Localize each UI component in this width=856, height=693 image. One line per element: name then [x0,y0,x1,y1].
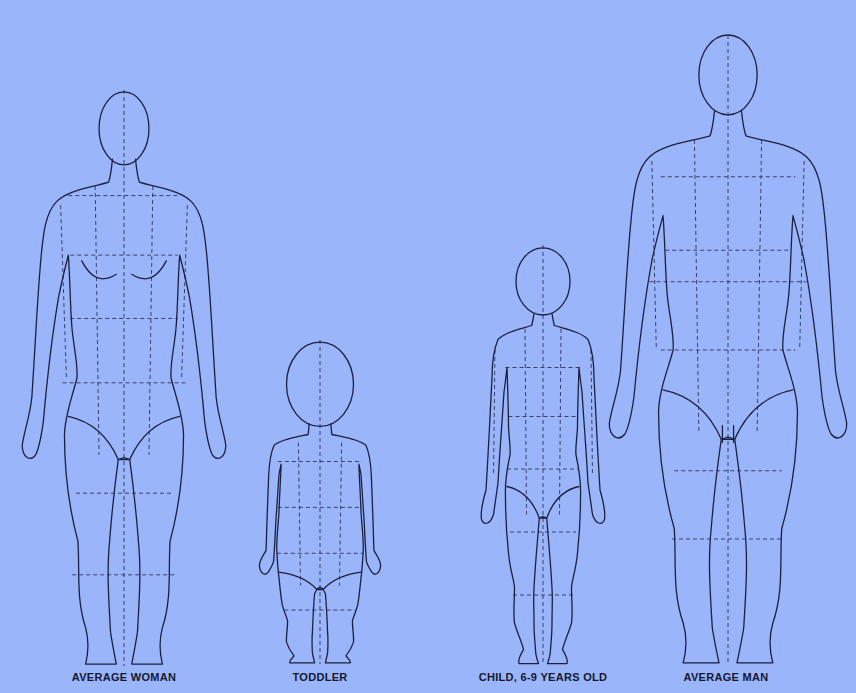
figure-caption: CHILD, 6-9 YEARS OLD [479,671,608,683]
toddler-figure [259,340,380,664]
figure-caption: AVERAGE WOMAN [72,671,177,683]
woman-figure [22,90,226,666]
toddler-outline [259,342,380,663]
figure-caption: TODDLER [292,671,347,683]
man-figure [609,35,846,665]
child-figure [481,245,605,665]
guide-lines [277,340,363,664]
figure-caption: AVERAGE MAN [684,671,769,683]
woman-outline [22,92,226,664]
child-outline [481,248,605,664]
guide-lines [494,245,593,665]
man-outline [609,35,846,663]
guide-lines [61,90,188,666]
